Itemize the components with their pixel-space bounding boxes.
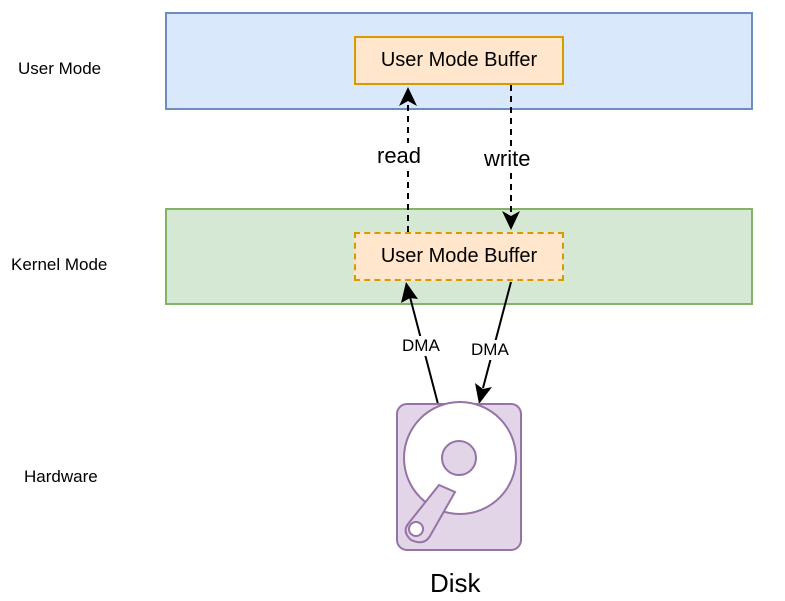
user-mode-label: User Mode <box>18 59 102 78</box>
kernel-mode-buffer-label: User Mode Buffer <box>380 245 538 267</box>
dma-left-label: DMA <box>402 336 440 356</box>
user-mode-buffer-label: User Mode Buffer <box>380 49 538 71</box>
kernel-mode-buffer: User Mode Buffer <box>354 232 564 281</box>
kernel-mode-label: Kernel Mode <box>11 255 108 274</box>
write-arrow <box>502 85 520 230</box>
read-label: read <box>377 143 422 169</box>
dma-down-arrow <box>475 281 512 404</box>
dma-right-label: DMA <box>471 340 509 360</box>
disk-label: Disk <box>430 568 481 598</box>
hardware-label: Hardware <box>24 467 98 486</box>
read-arrow <box>399 87 417 232</box>
write-label: write <box>484 146 531 172</box>
hard-disk-icon <box>396 401 522 551</box>
user-mode-buffer: User Mode Buffer <box>354 36 564 85</box>
